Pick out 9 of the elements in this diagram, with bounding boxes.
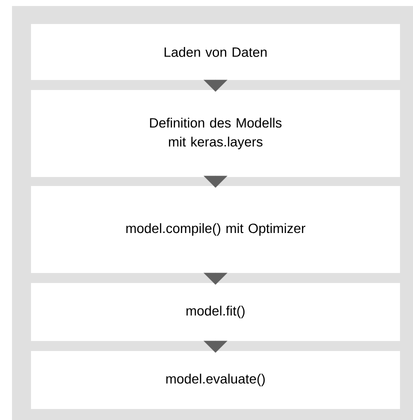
arrow xyxy=(204,272,228,285)
arrow xyxy=(204,340,228,353)
process-box: model.evaluate() xyxy=(31,351,400,409)
process-box: Definition des Modells mit keras.layers xyxy=(31,90,400,177)
process-box: model.compile() mit Optimizer xyxy=(31,186,400,273)
process-box: Laden von Daten xyxy=(31,24,400,80)
process-box: model.fit() xyxy=(31,283,400,341)
arrow xyxy=(204,176,228,188)
arrow xyxy=(204,80,228,92)
